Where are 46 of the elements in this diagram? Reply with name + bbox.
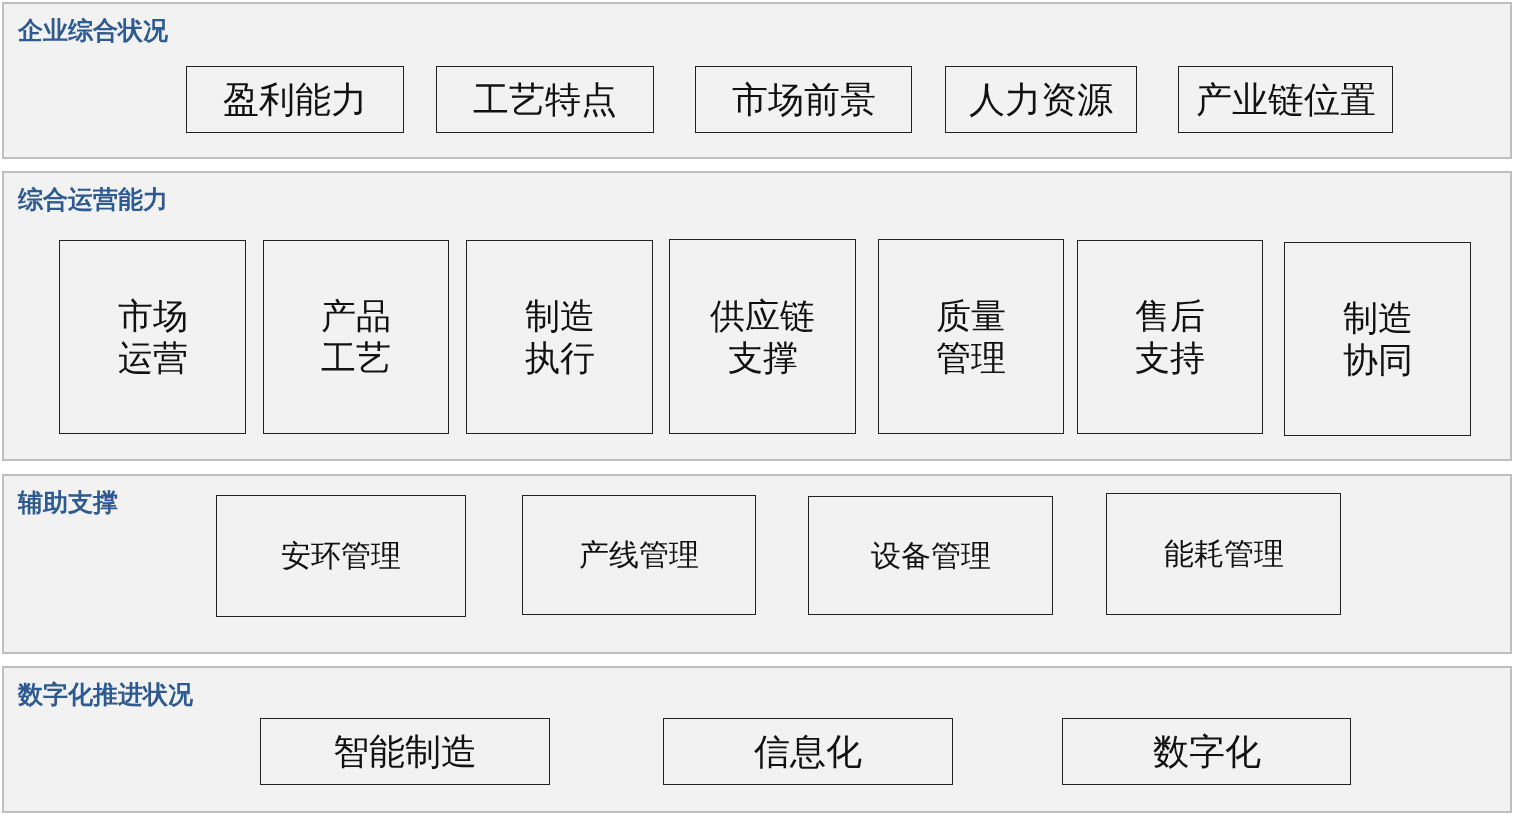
item-box: [436, 66, 654, 133]
item-box: [669, 239, 856, 434]
item-box: [186, 66, 404, 133]
item-label: 人力资源: [969, 77, 1113, 122]
item-label: 产品工艺: [320, 295, 392, 379]
item-label: 市场前景: [731, 77, 876, 122]
item-box: [59, 240, 246, 434]
item-label: 数字化: [1152, 729, 1261, 774]
item-box: [663, 718, 953, 785]
item-label: 智能制造: [333, 729, 477, 774]
item-box: [522, 495, 756, 615]
item-label: 制造协同: [1341, 297, 1414, 381]
item-box: [216, 495, 466, 617]
item-box: [260, 718, 550, 785]
item-label: 能耗管理: [1163, 536, 1284, 572]
item-box: [878, 239, 1064, 434]
item-label: 质量管理: [935, 294, 1007, 379]
item-box: [808, 496, 1053, 615]
section-heading: 辅助支撑: [18, 487, 118, 519]
section-panel: [2, 666, 1512, 813]
item-box: [945, 66, 1137, 133]
item-label: 信息化: [754, 729, 862, 774]
item-box: [1106, 493, 1341, 615]
section-heading: 数字化推进状况: [18, 679, 193, 711]
item-box: [1284, 242, 1471, 436]
item-box: [1178, 66, 1393, 133]
item-box: [1062, 718, 1351, 785]
item-label: 市场运营: [116, 295, 189, 379]
section-panel: [2, 474, 1512, 654]
item-label: 设备管理: [870, 537, 991, 574]
item-label: 工艺特点: [473, 77, 617, 122]
item-label: 盈利能力: [223, 77, 367, 122]
section-panel: [2, 2, 1512, 159]
item-label: 安环管理: [281, 538, 401, 574]
section-panel: [2, 171, 1512, 461]
section-heading: 综合运营能力: [18, 184, 168, 216]
item-box: [263, 240, 449, 434]
item-label: 供应链支撑: [709, 294, 816, 379]
section-heading: 企业综合状况: [18, 15, 168, 47]
item-box: [695, 66, 912, 133]
item-box: [1077, 240, 1263, 434]
item-label: 售后支持: [1134, 295, 1206, 379]
item-label: 产业链位置: [1195, 77, 1376, 122]
item-label: 产线管理: [579, 537, 699, 573]
item-box: [466, 240, 653, 434]
item-label: 制造执行: [523, 295, 596, 379]
